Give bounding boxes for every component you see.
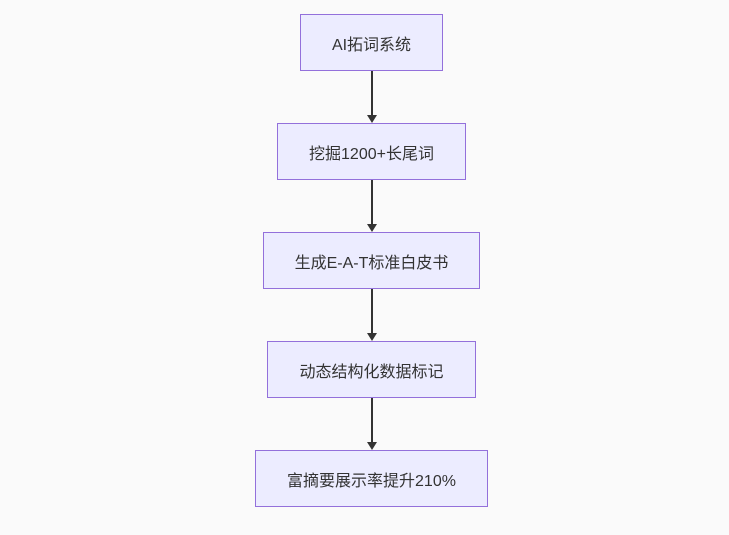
- flow-arrow: [366, 180, 378, 232]
- node-label: 生成E-A-T标准白皮书: [294, 254, 449, 272]
- node-label: AI拓词系统: [331, 36, 412, 54]
- flow-arrow: [366, 289, 378, 341]
- arrow-shaft: [370, 180, 373, 224]
- arrow-shaft: [370, 289, 373, 333]
- flowchart-node-structured-data: 动态结构化数据标记: [267, 341, 476, 398]
- node-label: 动态结构化数据标记: [299, 363, 444, 381]
- arrow-shaft: [370, 398, 373, 442]
- flow-arrow: [366, 71, 378, 123]
- flowchart-canvas: AI拓词系统 挖掘1200+长尾词 生成E-A-T标准白皮书 动态结构化数据标记…: [7, 0, 729, 535]
- arrowhead-down-icon: [366, 333, 377, 341]
- flowchart-node-ai-expansion: AI拓词系统: [299, 14, 444, 71]
- flowchart-node-eat-whitepaper: 生成E-A-T标准白皮书: [262, 232, 481, 289]
- flowchart-node-longtail-mining: 挖掘1200+长尾词: [277, 123, 466, 180]
- node-label: 富摘要展示率提升210%: [287, 472, 456, 490]
- flowchart-node-rich-snippet-result: 富摘要展示率提升210%: [255, 450, 488, 507]
- node-label: 挖掘1200+长尾词: [309, 145, 434, 163]
- arrow-shaft: [370, 71, 373, 115]
- flow-arrow: [366, 398, 378, 450]
- arrowhead-down-icon: [366, 224, 377, 232]
- arrowhead-down-icon: [366, 442, 377, 450]
- arrowhead-down-icon: [366, 115, 377, 123]
